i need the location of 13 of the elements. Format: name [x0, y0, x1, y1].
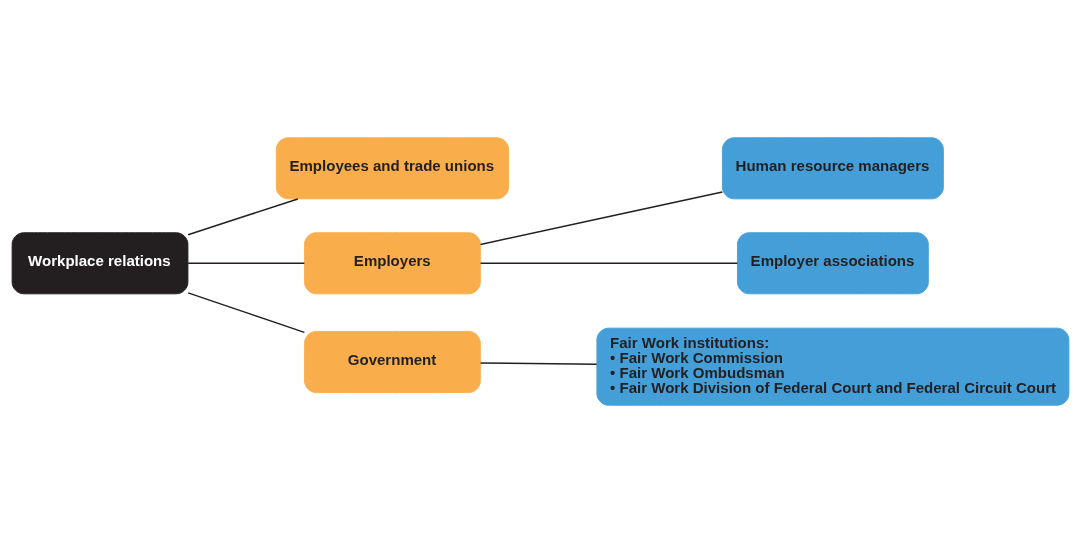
connector: [187, 262, 306, 264]
node-box: Employers: [304, 231, 481, 294]
connector: [187, 291, 306, 333]
connector: [479, 190, 724, 245]
node-box: Employer associations: [737, 231, 929, 294]
connector: [479, 361, 598, 365]
node-box: Workplace relations: [11, 231, 189, 294]
node-box: Human resource managers: [721, 136, 944, 199]
node-box: Government: [304, 330, 481, 393]
connector: [187, 197, 299, 236]
connector: [479, 262, 739, 264]
node-box: Fair Work institutions: • Fair Work Commission • Fair Work Ombudsman • Fair Work Division of Federal Court and Federal Circuit Court: [596, 327, 1070, 406]
node-box: Employees and trade unions: [275, 136, 509, 199]
